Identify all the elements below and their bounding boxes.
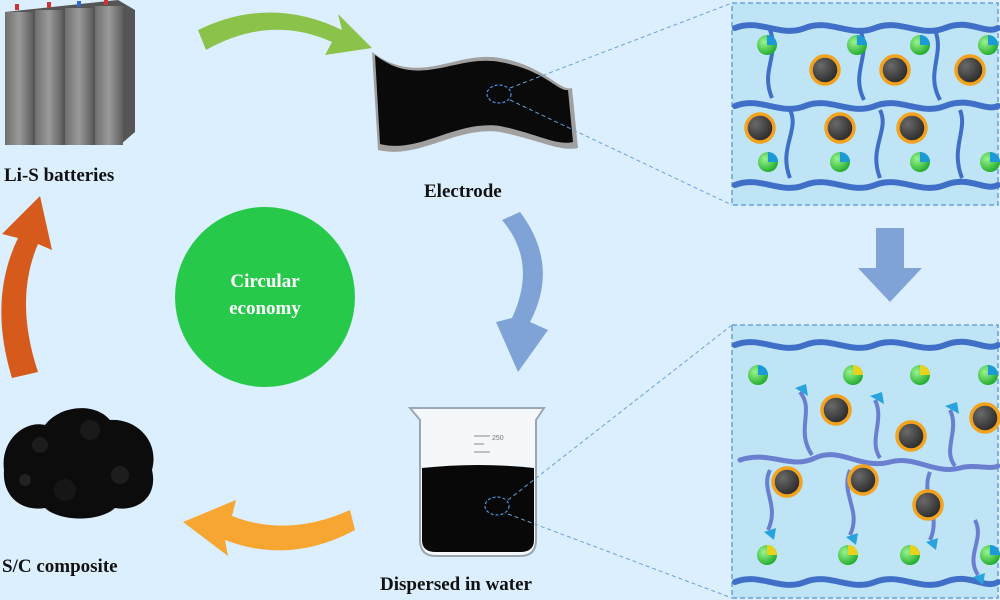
circular-economy-text: Circular economy <box>176 268 354 322</box>
beaker-icon: 250 <box>407 407 546 557</box>
blue-curved-arrow-icon <box>496 212 548 372</box>
orange-arrow-icon <box>183 500 355 556</box>
green-arrow-icon <box>198 12 372 55</box>
beaker-mark: 250 <box>492 435 504 442</box>
circular-economy-circle <box>175 207 355 387</box>
battery-stack-icon <box>5 0 135 145</box>
circular-economy-line1: Circular <box>230 271 300 292</box>
composite-label: S/C composite <box>2 556 118 577</box>
binder-network-panel-top <box>731 2 1000 206</box>
dispersed-label: Dispersed in water <box>380 574 533 595</box>
red-curved-arrow-icon <box>1 196 53 378</box>
composite-pile-icon <box>3 408 154 519</box>
batteries-label: Li-S batteries <box>4 165 114 186</box>
zoom-line-bottom-2 <box>507 513 733 599</box>
circular-economy-line2: economy <box>229 298 301 319</box>
binder-network-panel-bottom <box>731 324 1000 599</box>
electrode-label: Electrode <box>424 181 502 202</box>
zoom-line-bottom-1 <box>507 324 733 501</box>
down-arrow-icon <box>858 228 922 302</box>
zoom-line-top-1 <box>509 2 733 89</box>
electrode-icon <box>372 52 578 152</box>
zoom-line-top-2 <box>509 99 733 206</box>
